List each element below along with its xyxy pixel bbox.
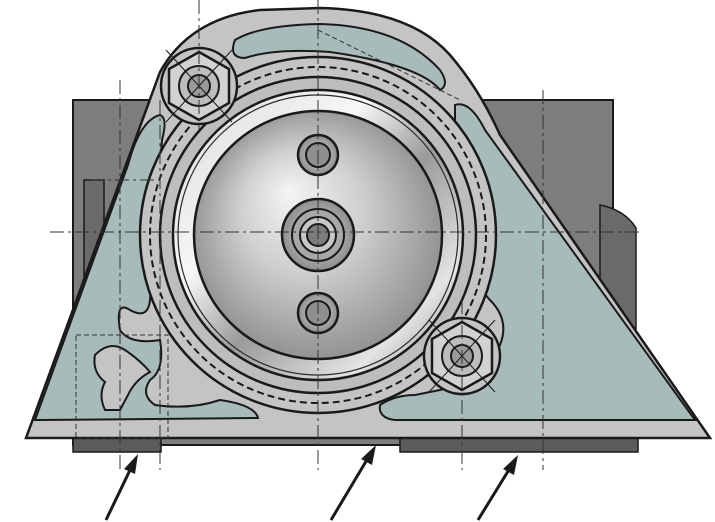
arrow-icon	[104, 454, 138, 521]
water-jacket-keyhole	[93, 345, 152, 411]
centerlines	[50, 0, 640, 470]
combustion-chamber	[138, 55, 498, 415]
water-jacket-top	[232, 22, 446, 92]
callout-arrows	[104, 445, 518, 521]
arrow-icon	[476, 455, 518, 521]
hidden-lines	[75, 29, 461, 439]
arrow-icon	[329, 445, 376, 521]
